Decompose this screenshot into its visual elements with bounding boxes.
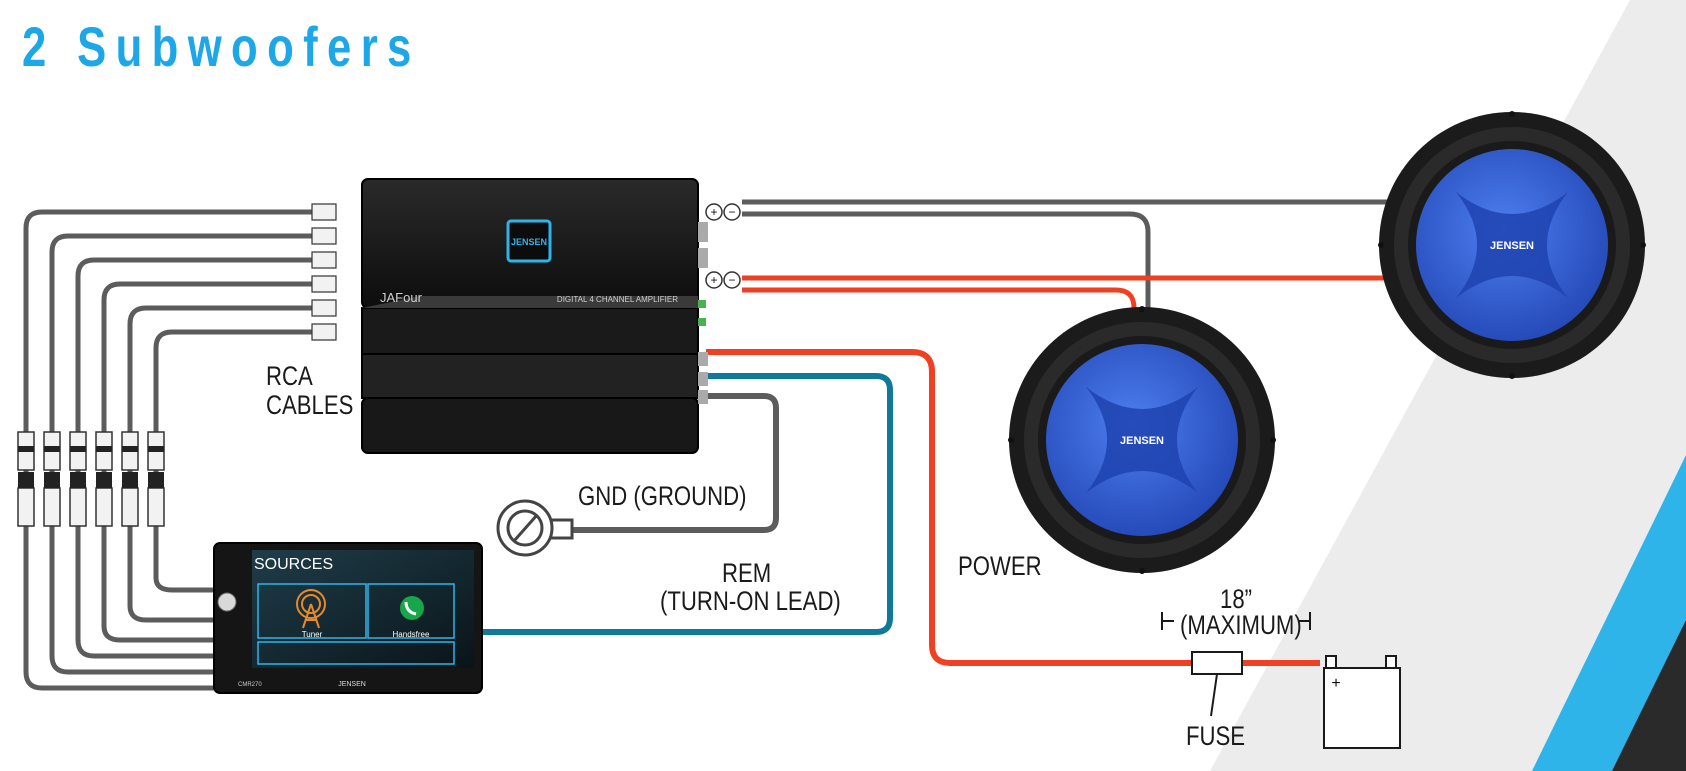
speaker-terminal-plus-2: +	[710, 273, 717, 287]
rca-label-line1: RCA	[266, 361, 313, 391]
fuse	[1191, 651, 1243, 717]
subwoofer-2	[1378, 111, 1646, 379]
amp-logo-badge	[506, 219, 552, 263]
speaker-terminal-minus-1: −	[728, 205, 735, 219]
rem-label-line1: REM	[722, 558, 772, 588]
rca-label-line2: CABLES	[266, 390, 354, 420]
amplifier	[361, 178, 741, 454]
speaker-terminals	[705, 203, 741, 289]
ground-label: GND (GROUND)	[578, 481, 747, 511]
power-label: POWER	[958, 551, 1042, 581]
ground-wire	[562, 393, 779, 533]
power-wire	[706, 349, 1320, 666]
tile-handsfree-label: Handsfree	[393, 630, 430, 639]
ground-terminal	[496, 499, 574, 557]
amp-model: JAFour	[380, 290, 423, 305]
speaker-wires-positive	[742, 275, 1390, 322]
subwoofer-1	[1008, 306, 1276, 574]
tuner-icon	[296, 589, 326, 629]
length-label-line2: (MAXIMUM)	[1180, 610, 1302, 640]
phone-icon	[400, 596, 424, 620]
accent-stripe	[1532, 455, 1686, 771]
subwoofer-1-logo: JENSEN	[1120, 435, 1164, 447]
accent-stripe-dark	[1612, 620, 1686, 771]
speaker-terminal-minus-2: −	[728, 273, 735, 287]
amp-logo-text: JENSEN	[511, 237, 547, 247]
page-title: 2 Subwoofers	[22, 15, 421, 78]
fuse-label: FUSE	[1186, 721, 1246, 751]
rca-plugs	[17, 203, 337, 527]
rem-wire	[480, 373, 893, 635]
rem-label-line2: (TURN-ON LEAD)	[660, 586, 841, 616]
subwoofer-2-logo: JENSEN	[1490, 240, 1534, 252]
speaker-wires	[742, 199, 1390, 322]
amp-description: DIGITAL 4 CHANNEL AMPLIFIER	[557, 295, 678, 304]
length-label-line1: 18”	[1220, 584, 1253, 614]
tile-tuner-label: Tuner	[302, 630, 323, 639]
head-unit-brand: JENSEN	[338, 681, 366, 688]
battery-plus: +	[1331, 675, 1340, 692]
head-unit-screen-title: SOURCES	[254, 556, 333, 573]
battery	[1323, 655, 1401, 749]
length-dimension	[1161, 612, 1311, 630]
speaker-terminal-plus-1: +	[710, 205, 717, 219]
head-unit	[213, 542, 483, 694]
head-unit-model: CMR270	[238, 682, 262, 688]
